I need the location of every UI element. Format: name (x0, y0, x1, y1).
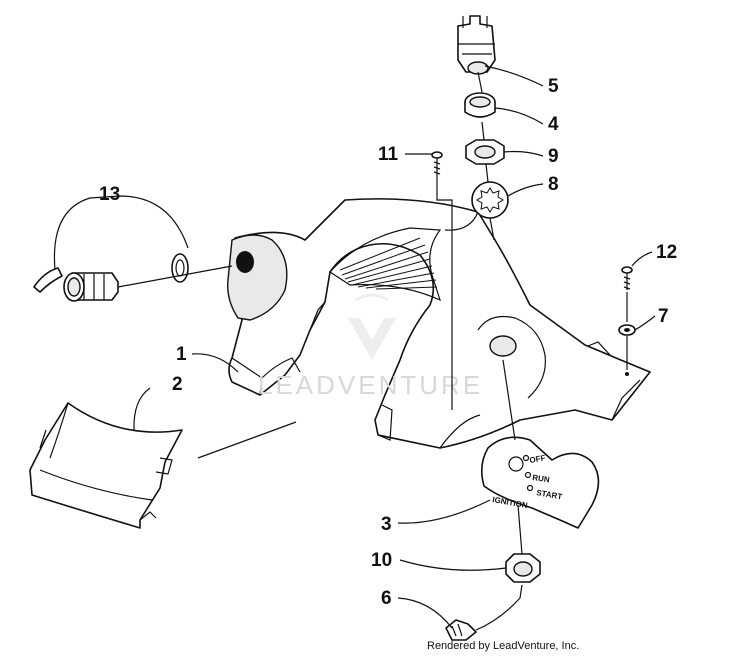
leader-2 (133, 387, 151, 431)
leader-6 (397, 597, 453, 629)
washer-7 (618, 324, 636, 370)
switch-stack (457, 15, 509, 241)
console-housing (227, 198, 651, 449)
assembly-line-2 (197, 421, 297, 459)
nut-10 (505, 504, 541, 583)
screw-11 (431, 151, 453, 410)
callout-11: 11 (378, 144, 399, 165)
screw-12 (621, 266, 633, 322)
leader-10 (399, 559, 507, 571)
render-credit: Rendered by LeadVenture, Inc. (427, 640, 580, 652)
callout-2: 2 (172, 374, 183, 395)
switch-position-off: OFF (529, 453, 546, 465)
leader-12 (631, 251, 653, 267)
callout-1: 1 (176, 344, 187, 365)
power-socket-assembly (33, 195, 233, 302)
leader-5 (484, 65, 544, 87)
watermark-text: LEADVENTURE (258, 370, 483, 400)
leader-9 (503, 150, 544, 157)
callout-10: 10 (371, 550, 392, 571)
callout-3: 3 (381, 514, 392, 535)
watermark-logo (348, 293, 396, 360)
leader-7 (634, 315, 656, 331)
leader-1 (191, 353, 239, 373)
switch-position-run: RUN (532, 473, 551, 484)
callout-8: 8 (548, 174, 559, 195)
callout-6: 6 (381, 588, 392, 609)
leader-3 (397, 499, 491, 524)
callout-12: 12 (656, 242, 677, 263)
callout-9: 9 (548, 146, 559, 167)
callout-5: 5 (548, 76, 559, 97)
callouts: 1 2 3 4 5 6 7 8 9 10 11 12 13 (99, 65, 677, 629)
callout-13: 13 (99, 184, 120, 205)
callout-7: 7 (658, 306, 669, 327)
lower-cover-panel (29, 402, 183, 529)
key-6 (445, 584, 523, 641)
callout-4: 4 (548, 114, 559, 135)
leader-8 (507, 183, 544, 197)
leader-4 (494, 107, 544, 125)
switch-position-start: START (536, 488, 563, 501)
